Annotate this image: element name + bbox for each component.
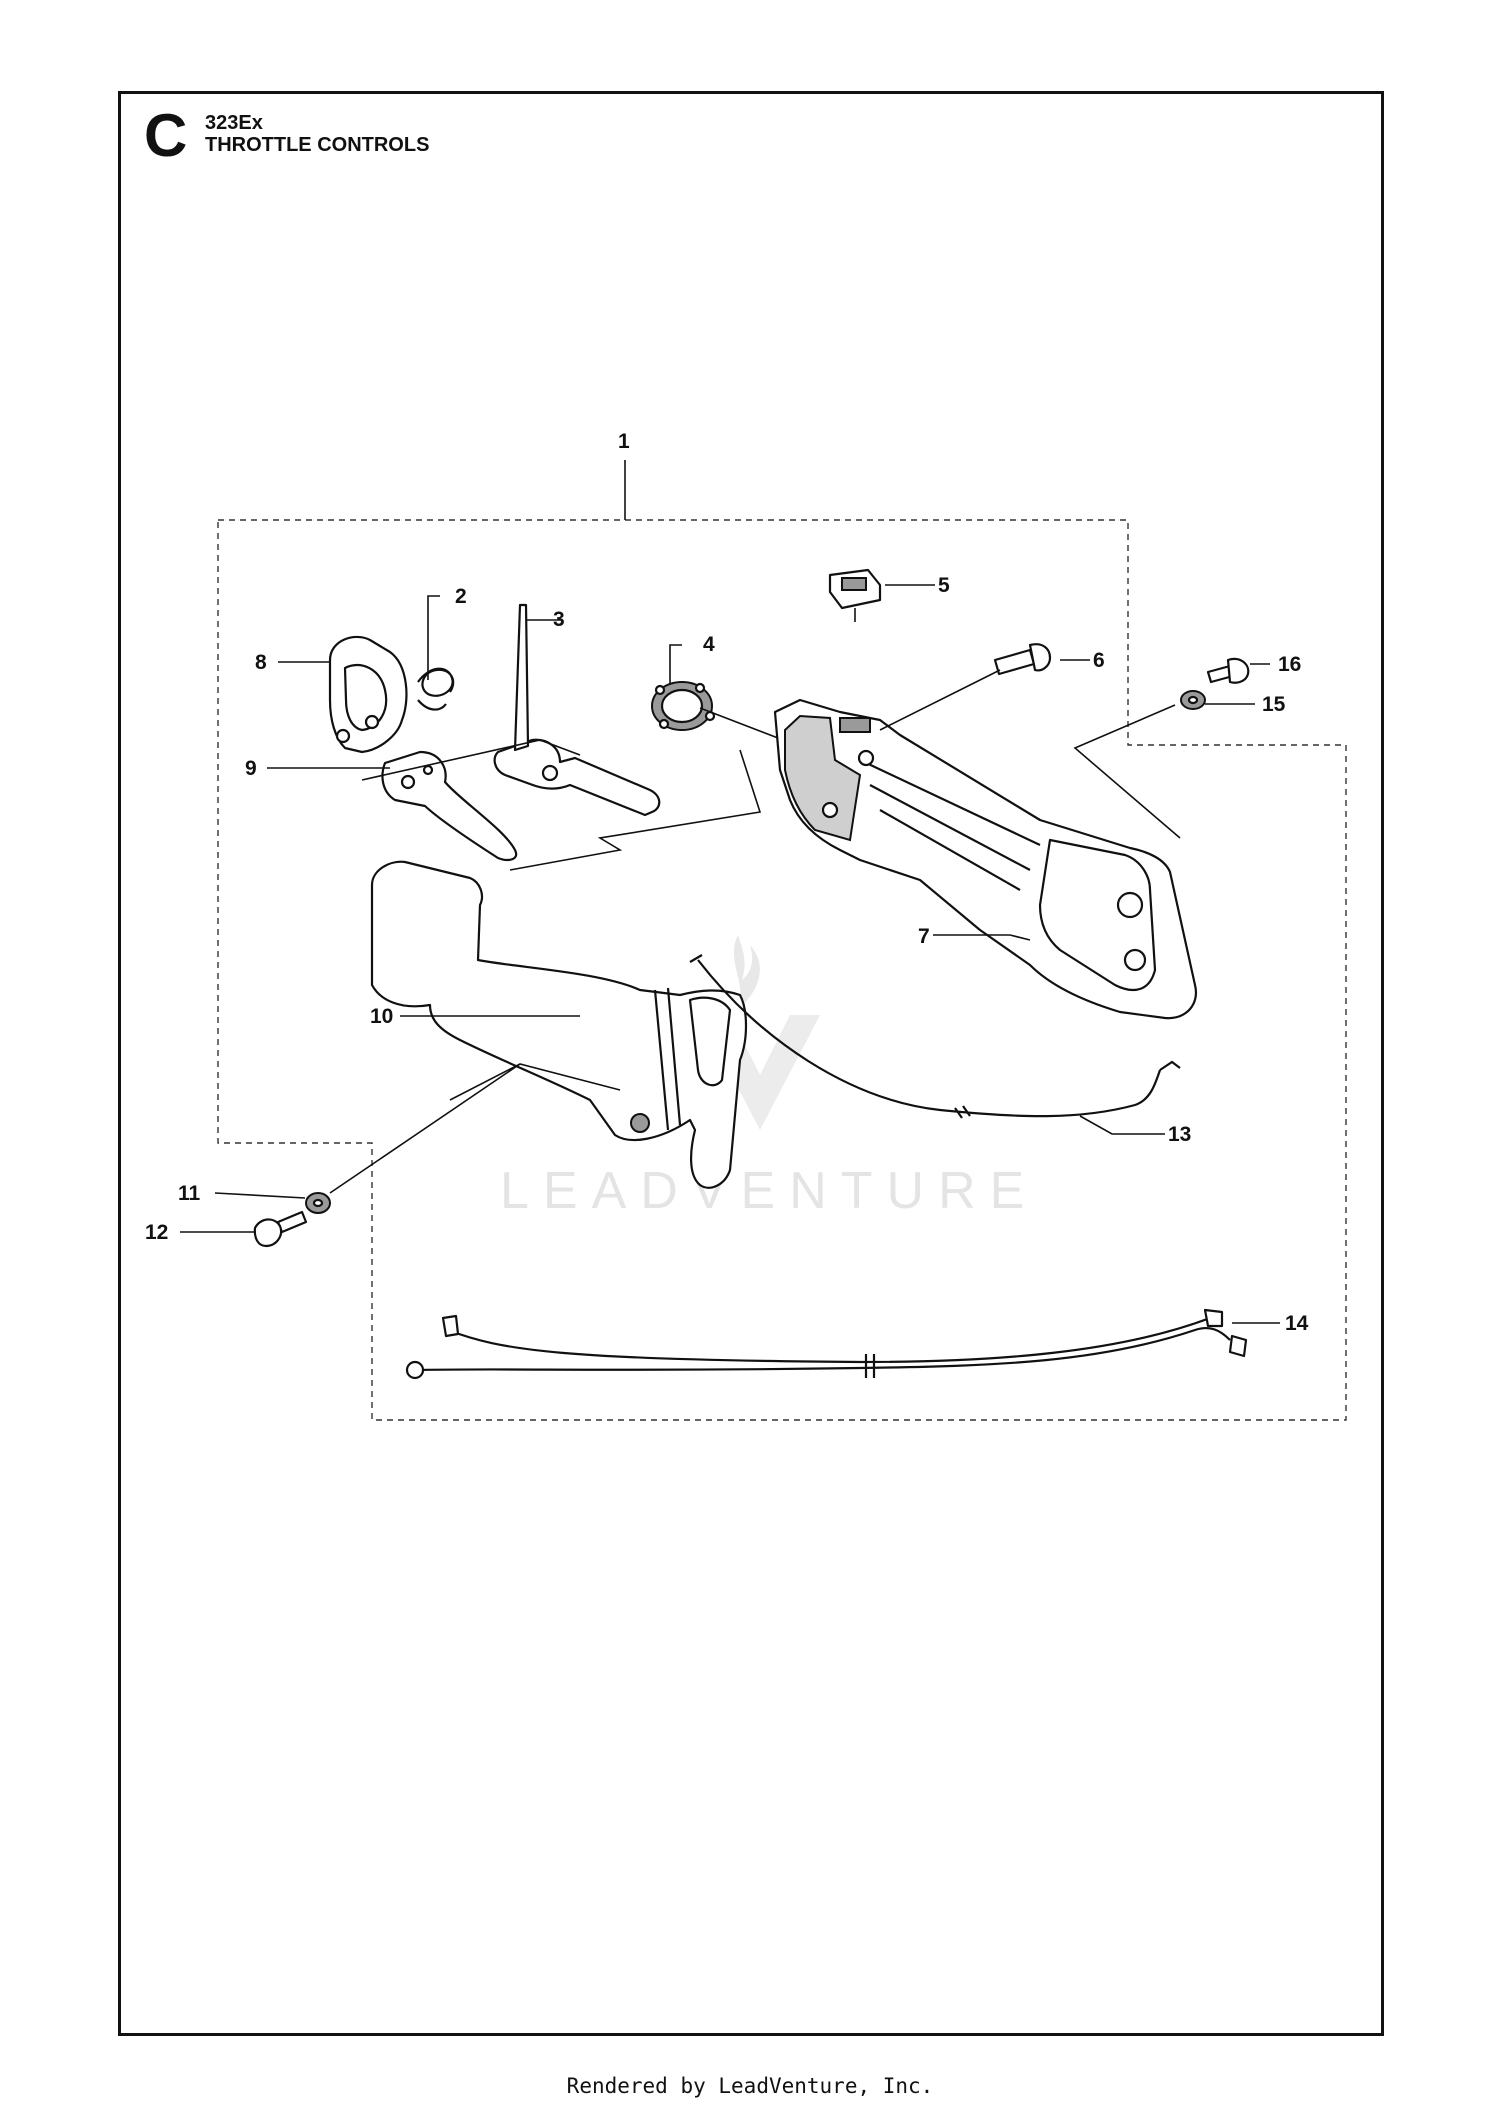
part-3-throttle-lever	[493, 603, 661, 817]
callout-15: 15	[1262, 693, 1286, 716]
callout-14: 14	[1285, 1312, 1309, 1335]
part-10-handle-cover	[370, 860, 748, 1189]
callout-16: 16	[1278, 653, 1301, 676]
part-9-throttle-trigger	[381, 750, 518, 861]
part-4-ring	[651, 681, 716, 731]
leader-lines	[180, 460, 1280, 1324]
callout-1: 1	[618, 430, 630, 453]
callout-10: 10	[370, 1005, 393, 1028]
callout-11: 11	[178, 1182, 201, 1205]
part-6-screw	[993, 643, 1052, 676]
watermark-text: LEADVENTURE	[500, 1162, 1038, 1220]
callout-8: 8	[255, 651, 267, 674]
callout-9: 9	[245, 757, 257, 780]
part-16-screw	[1206, 657, 1250, 684]
callout-2: 2	[455, 585, 467, 608]
part-13-throttle-cable	[689, 954, 1181, 1119]
callout-3: 3	[553, 608, 565, 631]
callout-13: 13	[1168, 1123, 1191, 1146]
part-15-washer	[1180, 690, 1206, 710]
part-11-washer	[305, 1192, 331, 1214]
callout-labels: 1 2 3 4 5 6 7 8 9 10 11 12 13 14 15 16	[145, 430, 1309, 1335]
callout-5: 5	[938, 574, 950, 597]
callout-6: 6	[1093, 649, 1105, 672]
part-5-stop-switch	[828, 568, 882, 622]
part-7-handle-half	[773, 698, 1198, 1020]
part-14-wire-harness	[405, 1308, 1248, 1380]
callout-4: 4	[703, 633, 715, 656]
part-12-screw	[253, 1210, 308, 1248]
footer-credit: Rendered by LeadVenture, Inc.	[566, 2074, 934, 2098]
diagram-title: THROTTLE CONTROLS	[205, 134, 430, 156]
part-2-spring	[417, 667, 455, 711]
part-8-bracket	[328, 635, 408, 754]
model-name: 323Ex	[205, 112, 263, 134]
section-letter: C	[144, 102, 188, 169]
diagram-frame	[118, 91, 1384, 2036]
callout-12: 12	[145, 1221, 168, 1244]
title-block: 323Ex THROTTLE CONTROLS	[205, 112, 429, 156]
callout-7: 7	[918, 925, 930, 948]
assembly-outline	[217, 519, 1347, 1421]
